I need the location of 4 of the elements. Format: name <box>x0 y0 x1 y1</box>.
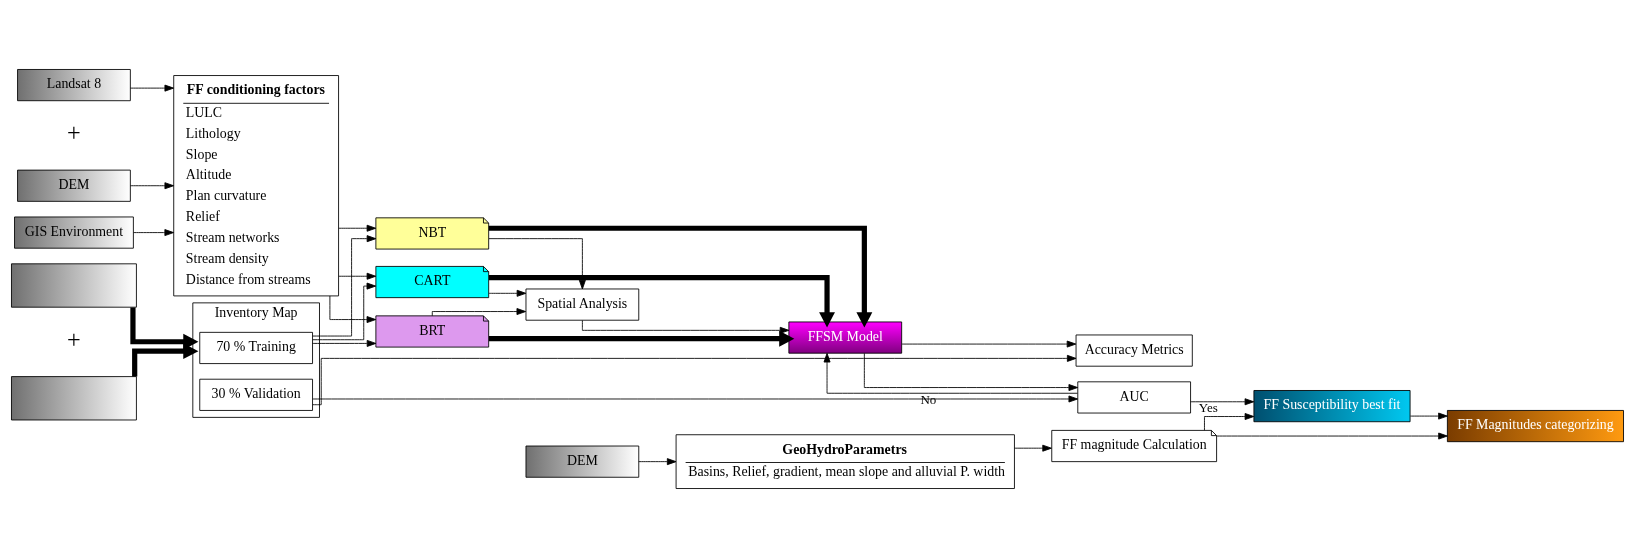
label: + <box>67 325 81 353</box>
label: + <box>67 118 81 146</box>
edge-label: No <box>920 391 937 407</box>
edge-label: Yes <box>1198 399 1218 415</box>
